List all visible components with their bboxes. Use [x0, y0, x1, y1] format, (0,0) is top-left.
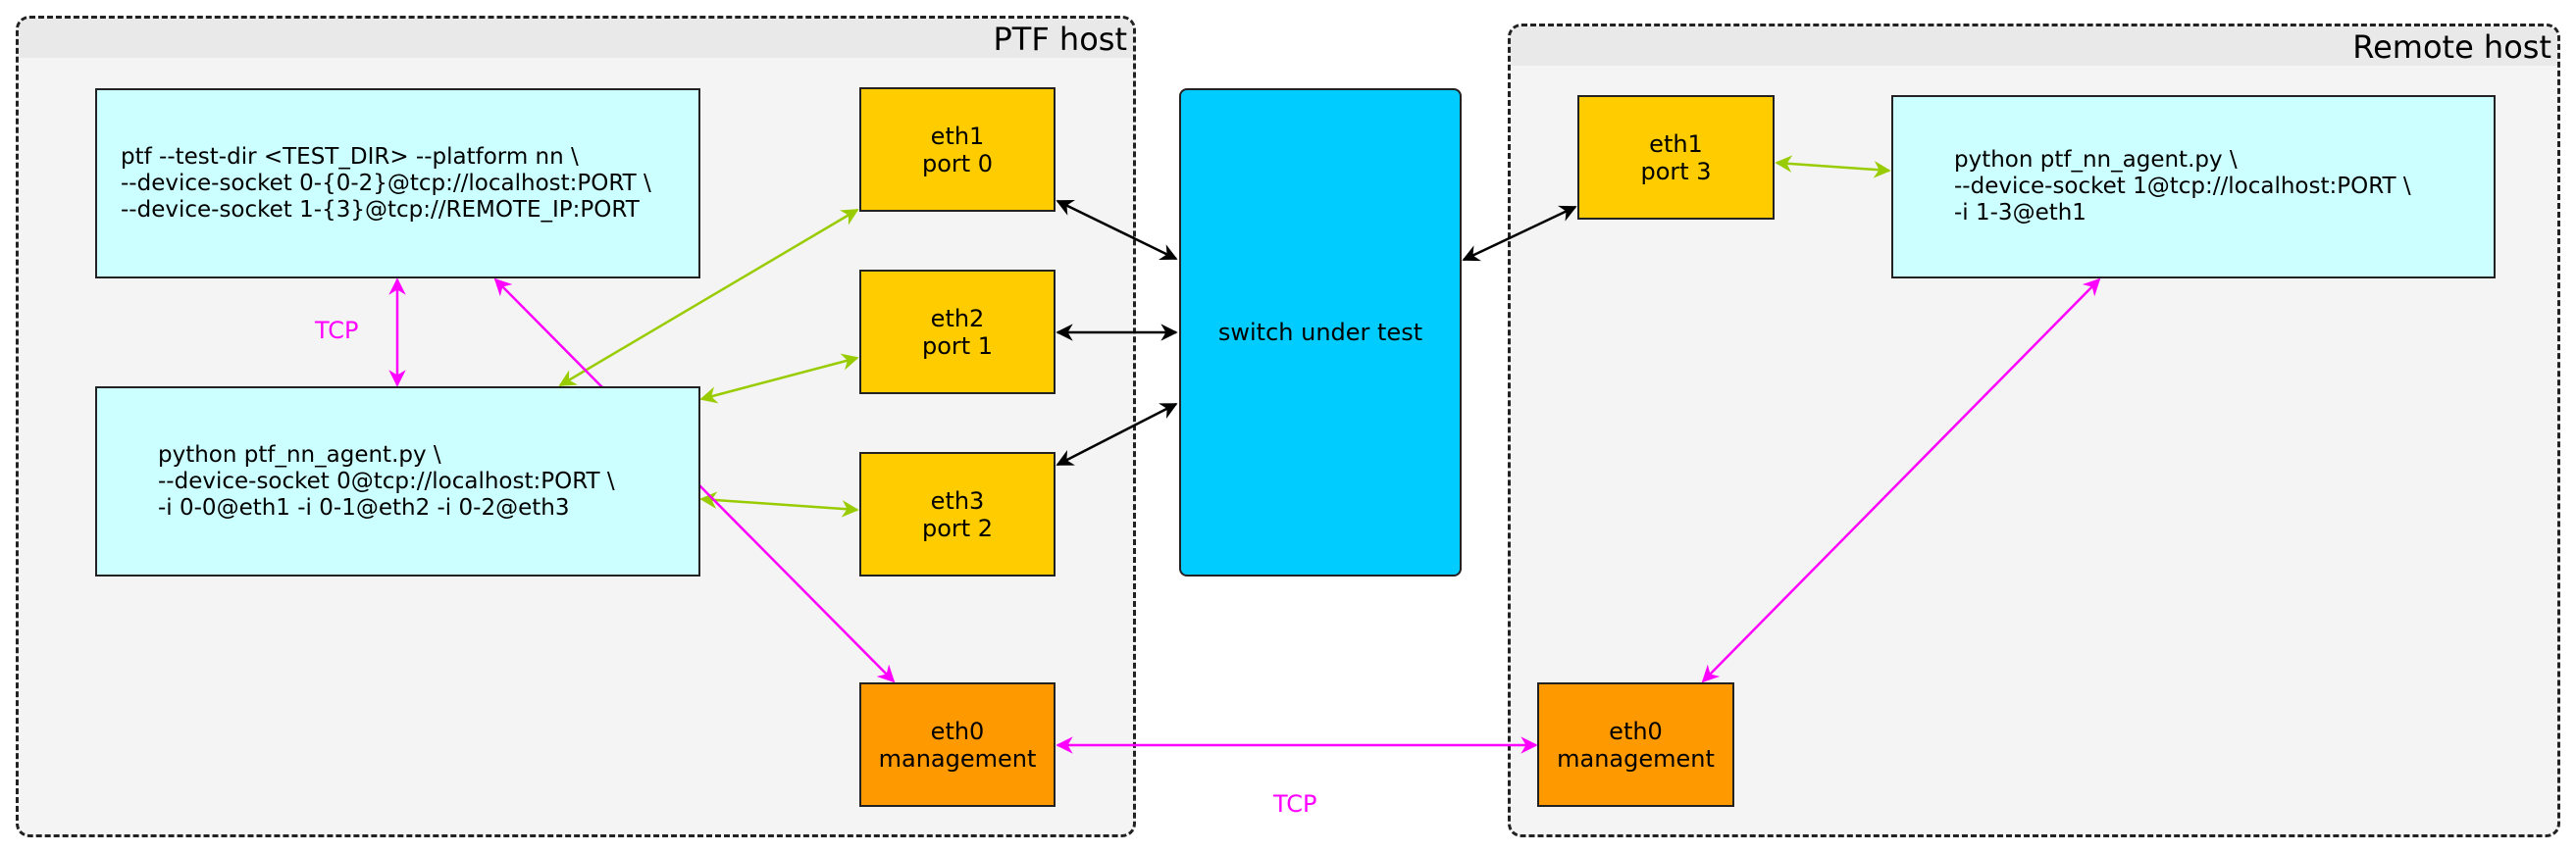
ptf-port-eth1-port: port 0 [921, 149, 994, 177]
remote-agent-line-3: -i 1-3@eth1 [1954, 200, 2087, 226]
link-remote-agent-management [1701, 277, 2101, 683]
ptf-command-box: ptf --test-dir <TEST_DIR> --platform nn … [95, 88, 700, 278]
ptf-management-role: management [878, 744, 1037, 773]
ptf-port-eth1: eth1 port 0 [859, 87, 1056, 212]
ptf-command-line-2: --device-socket 0-{0-2}@tcp://localhost:… [121, 170, 651, 196]
link-remote-eth1-agent [1775, 155, 1891, 178]
ptf-port-eth2-iface: eth2 [930, 304, 985, 332]
ptf-management-iface: eth0 [930, 717, 985, 745]
link-eth3-switch [1056, 402, 1178, 467]
link-switch-remote-eth1 [1462, 205, 1577, 262]
management-tcp-label: TCP [1273, 790, 1317, 818]
remote-port-eth1-port: port 3 [1640, 157, 1712, 185]
ptf-management-box: eth0 management [859, 682, 1056, 807]
remote-agent-line-1: python ptf_nn_agent.py \ [1954, 147, 2238, 173]
remote-management-iface: eth0 [1609, 717, 1663, 745]
ptf-agent-line-2: --device-socket 0@tcp://localhost:PORT \ [158, 468, 615, 494]
remote-agent-line-2: --device-socket 1@tcp://localhost:PORT \ [1954, 174, 2411, 199]
ptf-port-eth2-port: port 1 [921, 331, 994, 360]
remote-port-eth1-iface: eth1 [1649, 129, 1703, 158]
ptf-agent-line-1: python ptf_nn_agent.py \ [158, 441, 441, 468]
remote-host-title: Remote host [2352, 28, 2551, 66]
link-agent-eth2 [699, 353, 859, 404]
ptf-command-line-3: --device-socket 1-{3}@tcp://REMOTE_IP:PO… [121, 196, 640, 223]
switch-under-test: switch under test [1179, 88, 1462, 577]
ptf-port-eth3-iface: eth3 [930, 486, 985, 515]
remote-host-title-bar [1511, 26, 2557, 66]
ptf-port-eth1-iface: eth1 [930, 122, 985, 150]
link-agent-eth3 [699, 491, 859, 518]
ptf-tcp-label: TCP [315, 317, 359, 344]
ptf-agent-line-3: -i 0-0@eth1 -i 0-1@eth2 -i 0-2@eth3 [158, 494, 570, 521]
ptf-command-line-1: ptf --test-dir <TEST_DIR> --platform nn … [121, 143, 579, 170]
ptf-host-title-bar [19, 19, 1133, 58]
ptf-port-eth3-port: port 2 [921, 514, 994, 542]
switch-label: switch under test [1217, 319, 1423, 346]
ptf-port-eth3: eth3 port 2 [859, 452, 1056, 577]
ptf-agent-command-box: python ptf_nn_agent.py \ --device-socket… [95, 386, 700, 577]
remote-agent-command-box: python ptf_nn_agent.py \ --device-socket… [1891, 95, 2496, 278]
remote-port-eth1: eth1 port 3 [1577, 95, 1775, 220]
ptf-port-eth2: eth2 port 1 [859, 270, 1056, 394]
link-eth1-switch [1056, 199, 1178, 261]
remote-management-role: management [1557, 744, 1715, 773]
remote-management-box: eth0 management [1537, 682, 1734, 807]
ptf-host-title: PTF host [993, 21, 1128, 58]
